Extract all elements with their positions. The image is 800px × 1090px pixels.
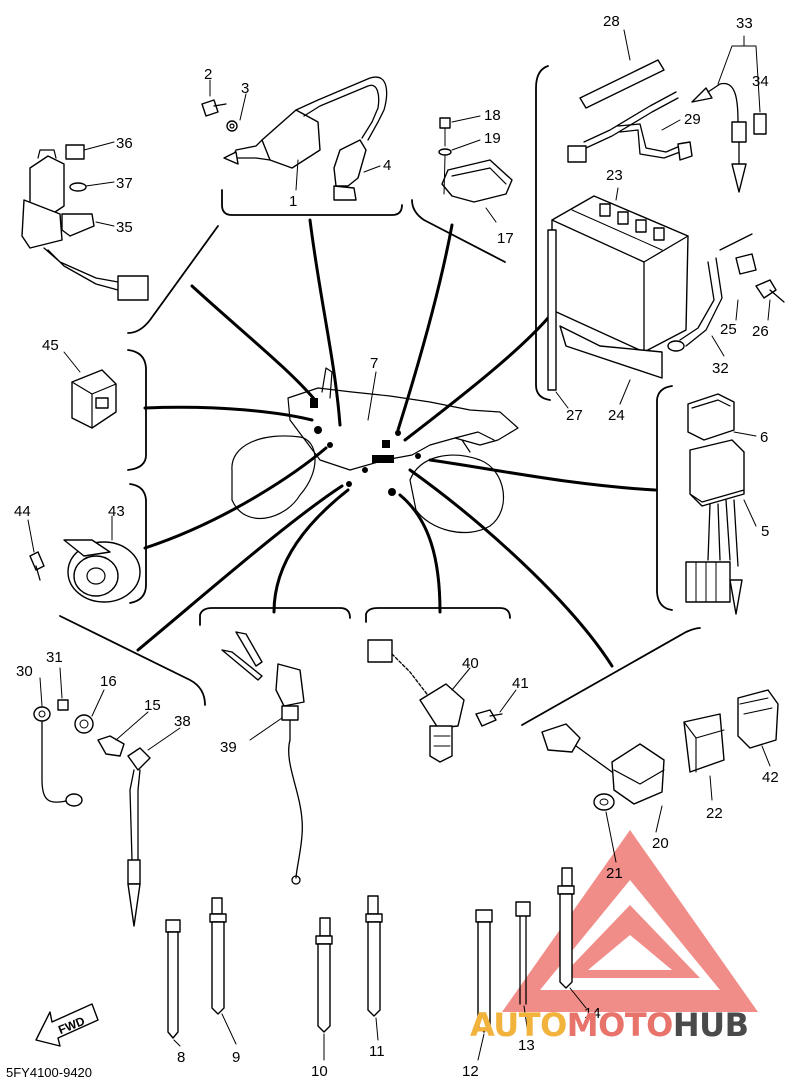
part-label-34: 34 bbox=[752, 73, 769, 90]
part-label-33: 33 bbox=[736, 15, 753, 32]
cable-tie-10 bbox=[315, 917, 333, 1061]
cable-tie-11 bbox=[365, 895, 383, 1041]
part-label-35: 35 bbox=[116, 219, 133, 236]
part-label-9: 9 bbox=[232, 1049, 240, 1066]
motorcycle-frame-outline bbox=[231, 367, 519, 534]
watermark-auto: AUTO bbox=[470, 1006, 567, 1044]
part-label-21: 21 bbox=[606, 865, 623, 882]
cable-tie-9 bbox=[209, 897, 237, 1045]
part-label-26: 26 bbox=[752, 323, 769, 340]
cable-tie-8 bbox=[165, 919, 181, 1047]
starter-relay-assembly bbox=[541, 689, 779, 863]
part-label-44: 44 bbox=[14, 503, 31, 520]
part-label-19: 19 bbox=[484, 130, 501, 147]
watermark-text: AUTOMOTOHUB bbox=[470, 1006, 749, 1044]
part-label-16: 16 bbox=[100, 673, 117, 690]
part-label-1: 1 bbox=[289, 193, 297, 210]
part-label-30: 30 bbox=[16, 663, 33, 680]
part-label-5: 5 bbox=[761, 523, 769, 540]
harness-connector-5-6 bbox=[685, 393, 757, 615]
rectifier-assembly bbox=[438, 115, 513, 223]
part-label-27: 27 bbox=[566, 407, 583, 424]
cable-tie-14 bbox=[557, 867, 587, 1009]
part-number-labels: 1 2 3 4 5 6 7 8 9 10 11 12 13 14 15 16 1… bbox=[14, 13, 779, 1080]
part-label-38: 38 bbox=[174, 713, 191, 730]
part-label-22: 22 bbox=[706, 805, 723, 822]
part-label-4: 4 bbox=[383, 157, 391, 174]
part-label-3: 3 bbox=[241, 80, 249, 97]
part-label-12: 12 bbox=[462, 1063, 479, 1080]
part-45-relay bbox=[63, 351, 117, 429]
fuse-lead-33-34 bbox=[691, 35, 767, 193]
part-label-40: 40 bbox=[462, 655, 479, 672]
leader-lines bbox=[136, 218, 657, 668]
part-label-28: 28 bbox=[603, 13, 620, 30]
part-label-41: 41 bbox=[512, 675, 529, 692]
watermark-moto: MOTO bbox=[567, 1006, 673, 1044]
watermark-logo bbox=[502, 830, 758, 1012]
part-label-45: 45 bbox=[42, 337, 59, 354]
part-label-43: 43 bbox=[108, 503, 125, 520]
part-label-29: 29 bbox=[684, 111, 701, 128]
fwd-direction-arrow: FWD bbox=[35, 1003, 99, 1047]
watermark-hub: HUB bbox=[673, 1006, 749, 1044]
battery-assembly bbox=[547, 187, 785, 409]
part-label-20: 20 bbox=[652, 835, 669, 852]
cable-tie-13 bbox=[515, 901, 531, 1035]
part-label-10: 10 bbox=[311, 1063, 328, 1080]
part-label-2: 2 bbox=[204, 66, 212, 83]
part-label-6: 6 bbox=[760, 429, 768, 446]
part-label-15: 15 bbox=[144, 697, 161, 714]
part-label-42: 42 bbox=[762, 769, 779, 786]
part-label-32: 32 bbox=[712, 360, 729, 377]
part-label-31: 31 bbox=[46, 649, 63, 666]
part-label-7: 7 bbox=[370, 355, 378, 372]
group-brackets bbox=[59, 65, 701, 726]
part-label-14: 14 bbox=[584, 1005, 601, 1022]
cable-tie-12 bbox=[475, 909, 493, 1061]
part-39-switch bbox=[221, 631, 305, 885]
part-label-23: 23 bbox=[606, 167, 623, 184]
cable-ties bbox=[165, 867, 587, 1061]
sensor-lead-assembly bbox=[33, 667, 181, 927]
part-label-39: 39 bbox=[220, 739, 237, 756]
fwd-label: FWD bbox=[56, 1014, 87, 1037]
horn-assembly bbox=[27, 515, 141, 603]
part-label-13: 13 bbox=[518, 1037, 535, 1054]
part-label-24: 24 bbox=[608, 407, 625, 424]
part-label-8: 8 bbox=[177, 1049, 185, 1066]
part-label-11: 11 bbox=[369, 1043, 385, 1060]
main-switch-assembly bbox=[21, 141, 149, 301]
part-40-sensor bbox=[367, 639, 517, 763]
battery-cables-28-29 bbox=[567, 29, 693, 163]
part-label-18: 18 bbox=[484, 107, 501, 124]
drawing-code: 5FY4100-9420 bbox=[6, 1065, 92, 1080]
part-7-pointer bbox=[367, 371, 377, 421]
part-label-36: 36 bbox=[116, 135, 133, 152]
part-label-37: 37 bbox=[116, 175, 133, 192]
part-label-25: 25 bbox=[720, 321, 737, 338]
ignition-coil-assembly bbox=[201, 76, 388, 201]
part-label-17: 17 bbox=[497, 230, 514, 247]
